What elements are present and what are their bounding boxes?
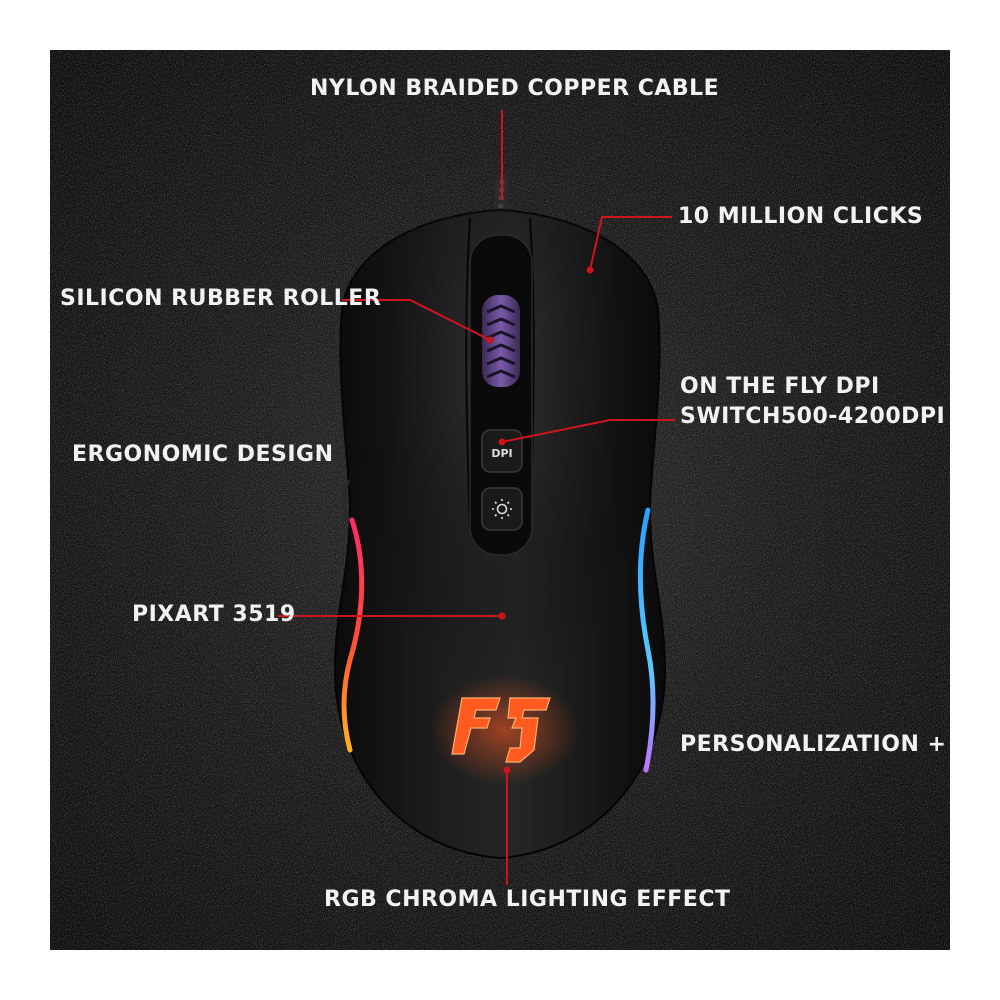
label-personalization: PERSONALIZATION + bbox=[680, 732, 947, 757]
label-dpi-line2: SWITCH500-4200DPI bbox=[680, 404, 946, 429]
left-rgb-strip bbox=[341, 517, 365, 753]
light-mode-button bbox=[481, 487, 523, 531]
right-rgb-strip bbox=[637, 507, 656, 773]
label-rgb: RGB CHROMA LIGHTING EFFECT bbox=[324, 887, 731, 912]
leader-lines bbox=[278, 110, 675, 885]
label-roller: SILICON RUBBER ROLLER bbox=[60, 286, 382, 311]
label-clicks: 10 MILLION CLICKS bbox=[678, 204, 924, 229]
scroll-wheel bbox=[482, 295, 520, 387]
label-ergonomic: ERGONOMIC DESIGN bbox=[72, 442, 334, 467]
dpi-button-label: DPI bbox=[491, 447, 512, 460]
gaming-mouse-illustration: DPI bbox=[278, 110, 675, 885]
leader-roller bbox=[342, 299, 491, 341]
leader-dpi bbox=[501, 419, 675, 443]
label-sensor: PIXART 3519 bbox=[132, 602, 296, 627]
label-dpi-line1: ON THE FLY DPI bbox=[680, 374, 880, 399]
sun-icon bbox=[492, 499, 512, 519]
fantech-logo bbox=[451, 697, 551, 763]
product-image: DPI bbox=[50, 50, 950, 950]
leader-clicks bbox=[589, 216, 672, 271]
label-cable: NYLON BRAIDED COPPER CABLE bbox=[310, 76, 720, 101]
